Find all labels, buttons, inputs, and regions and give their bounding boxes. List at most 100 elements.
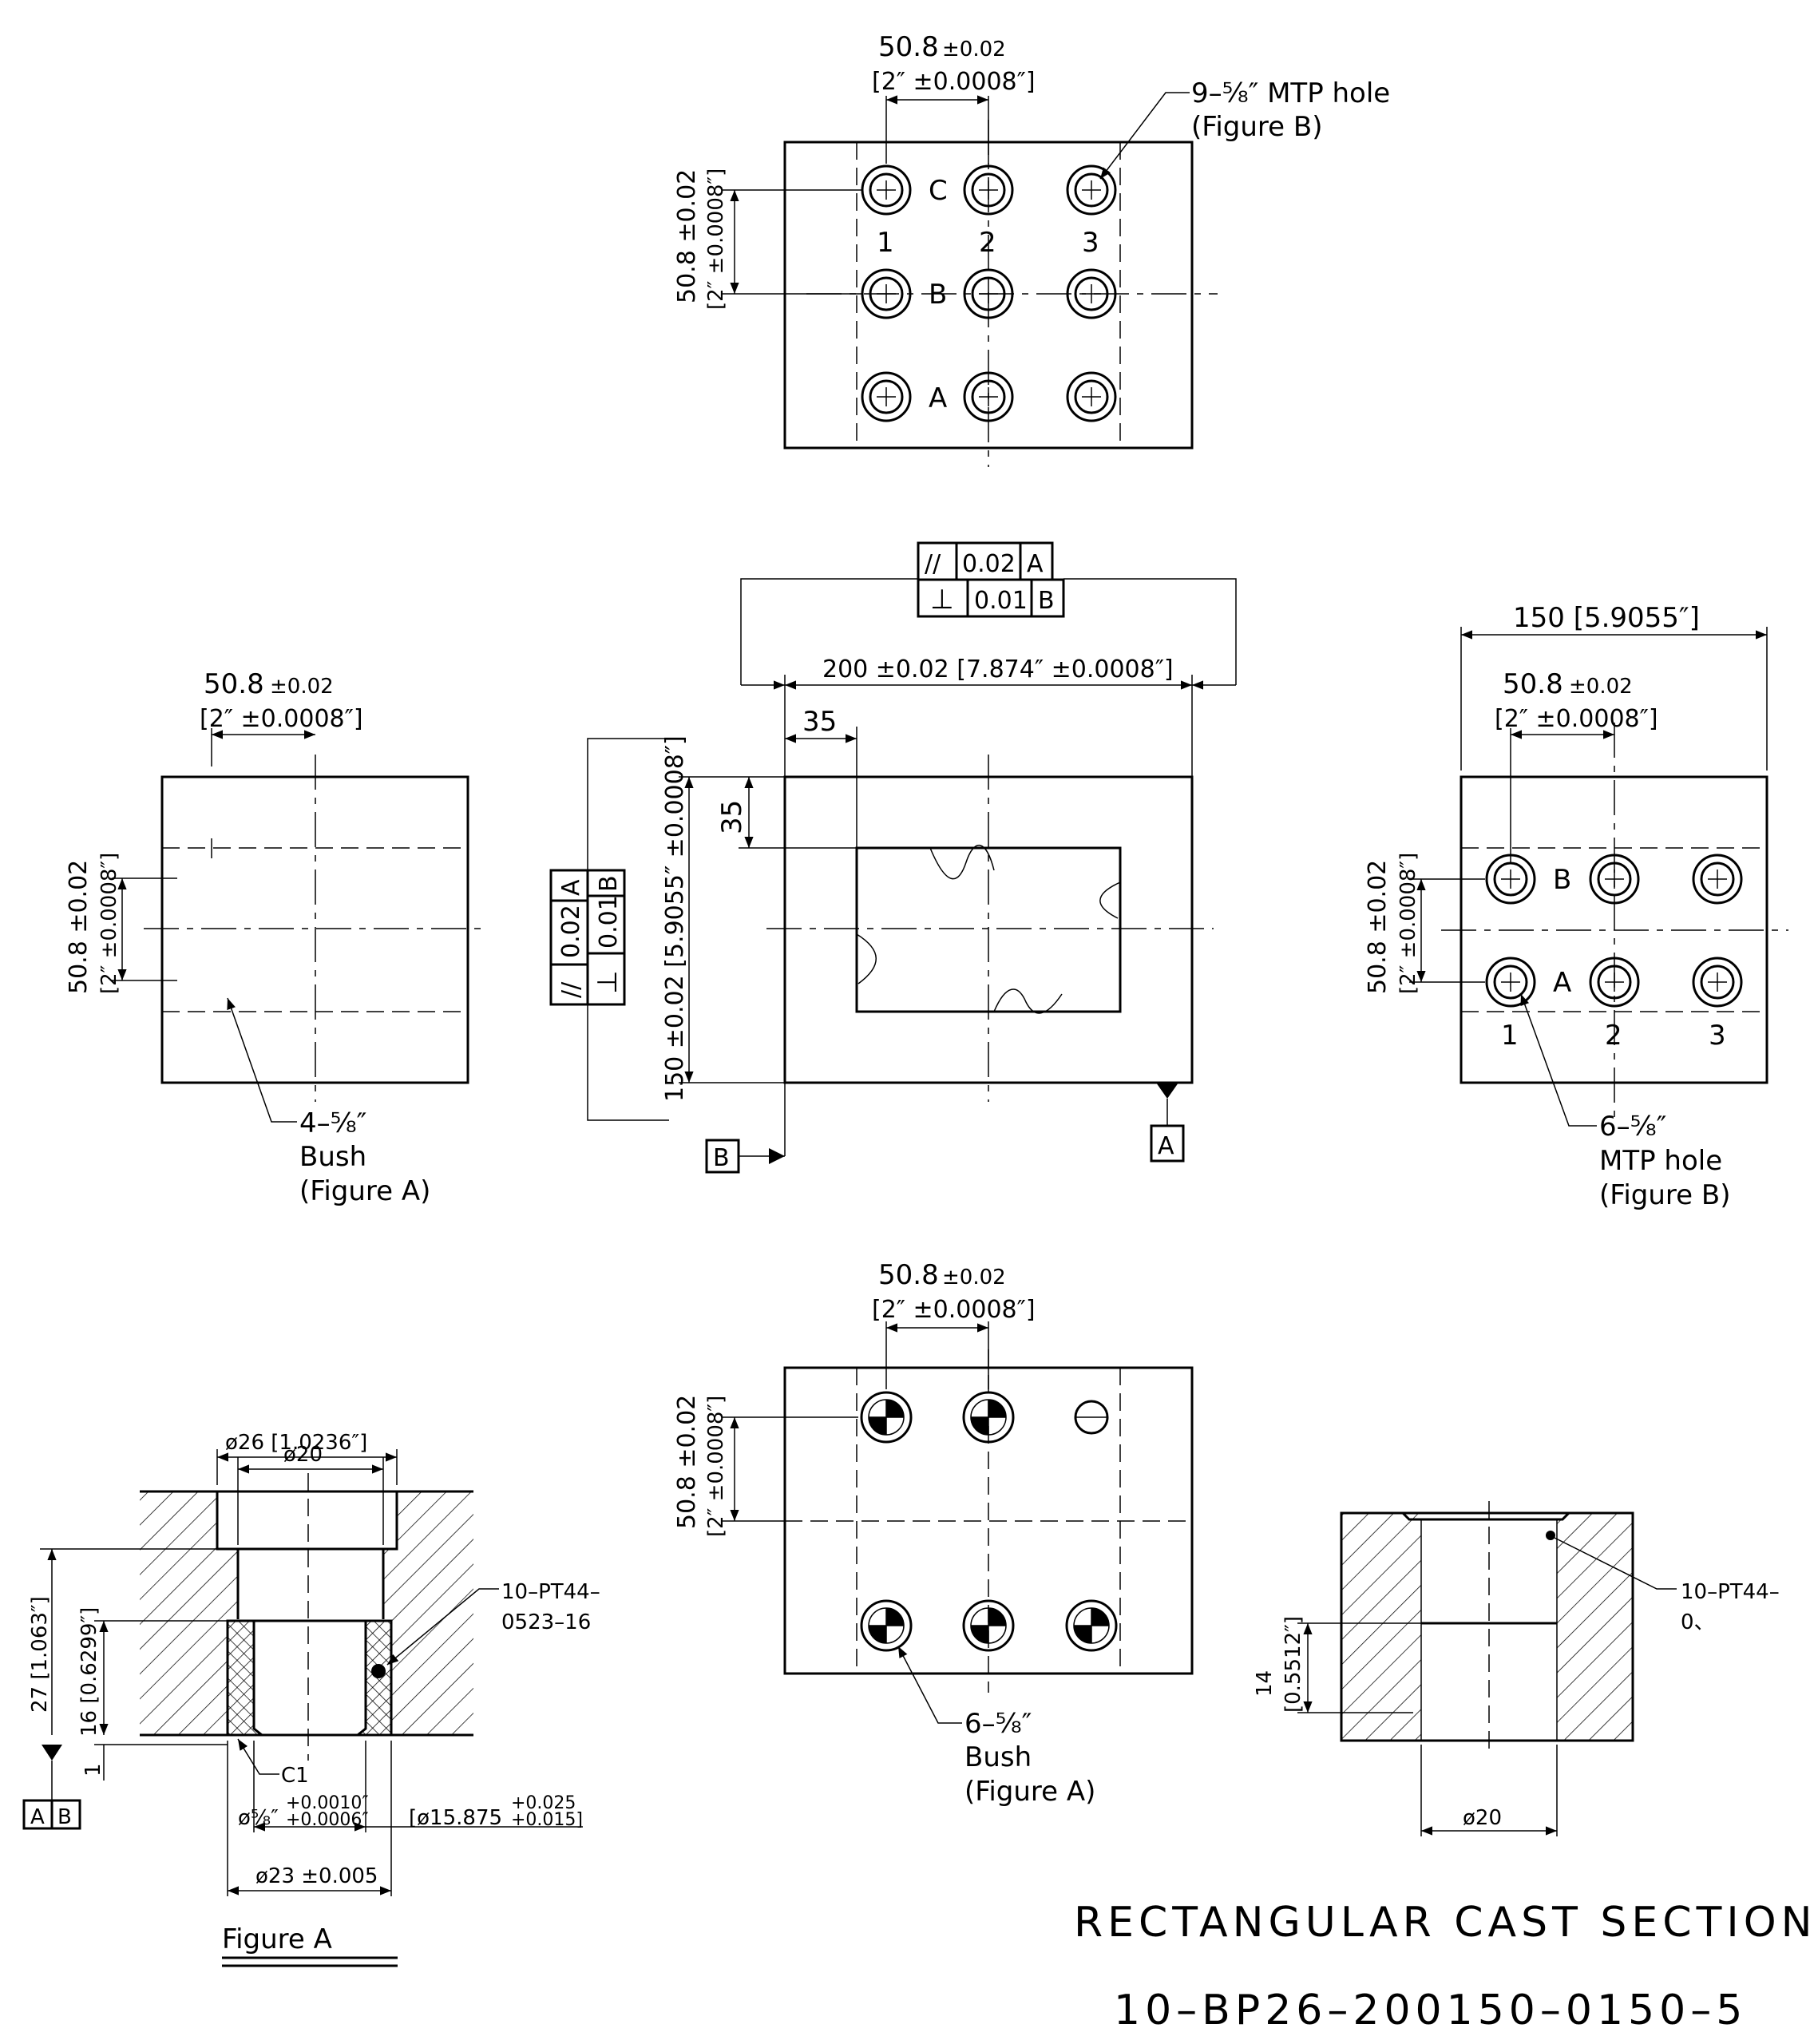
fig-a-part-no-1: 10–PT44– <box>501 1580 600 1604</box>
left-dim-v: 50.8 ±0.02 <box>65 860 93 994</box>
fig-b-dim-d20: ø20 <box>1463 1806 1502 1830</box>
right-callout-3: (Figure B) <box>1599 1179 1730 1211</box>
fig-a-dim-16: 16 [0.6299″] <box>77 1607 101 1737</box>
fig-a-dim-27: 27 [1.063″] <box>28 1596 52 1713</box>
bottom-dim-h: 50.8 <box>878 1259 939 1291</box>
part-number: 10–BP26–200150–0150–5 <box>1114 1987 1747 2034</box>
bottom-view: 50.8 ±0.02 [2″ ±0.0008″] 50.8 ±0.02 [2″ … <box>673 1259 1194 1808</box>
mtp-hole-c2 <box>963 164 1014 216</box>
svg-text:B: B <box>1038 587 1055 615</box>
top-callout-2: (Figure B) <box>1191 111 1322 143</box>
fig-a-dim-d20: ø20 <box>283 1443 323 1467</box>
row-label-b: B <box>929 279 947 311</box>
mtp-hole-a1 <box>861 371 912 422</box>
svg-text:A: A <box>557 879 585 896</box>
bush-sym-1 <box>860 1391 913 1444</box>
figure-a-label: Figure A <box>222 1923 332 1955</box>
right-dim-h-tol: ±0.02 <box>1569 675 1633 699</box>
datum-b: B <box>713 1144 730 1172</box>
front-view: // 0.02 A ⊥ 0.01 B 200 ±0.02 [7.874″ ±0.… <box>549 541 1237 1174</box>
svg-text:⊥: ⊥ <box>592 970 624 994</box>
rv-row-label-a: A <box>1553 967 1571 999</box>
bush-wall-right <box>354 1619 393 1737</box>
top-dim-h-in: [2″ ±0.0008″] <box>872 68 1036 96</box>
drawing-title: RECTANGULAR CAST SECTION <box>1074 1899 1814 1947</box>
bush-sym-4 <box>860 1599 913 1652</box>
rv-hole-b3 <box>1692 854 1743 905</box>
bush-sym-6 <box>1065 1599 1118 1652</box>
right-view: 150 [5.9055″] 50.8 ±0.02 [2″ ±0.0008″] 5… <box>1364 602 1788 1211</box>
fig-a-chamfer: C1 <box>281 1764 309 1788</box>
rv-col-label-1: 1 <box>1501 1020 1519 1052</box>
top-dim-h-tol: ±0.02 <box>942 38 1006 61</box>
svg-text:⊥: ⊥ <box>930 584 954 616</box>
fig-a-bore-mm: [ø15.875 <box>409 1806 502 1830</box>
bottom-callout-3: (Figure A) <box>964 1776 1095 1808</box>
bush-sym-5 <box>962 1599 1015 1652</box>
fig-a-datum-b: B <box>57 1805 72 1829</box>
svg-text:0.02: 0.02 <box>557 905 585 958</box>
mtp-hole-a3 <box>1066 371 1117 422</box>
fig-b-part-no-2: 0、 <box>1681 1610 1715 1634</box>
figure-a: ø26 [1.0236″] ø20 27 [1.063″] 16 [0.6299… <box>22 1431 600 1967</box>
fig-b-part-no-1: 10–PT44– <box>1681 1580 1780 1604</box>
right-dim-v-in: [2″ ±0.0008″] <box>1396 853 1420 994</box>
front-dim-35-v: 35 <box>716 800 748 834</box>
left-callout-2: Bush <box>299 1141 366 1173</box>
col-label-3: 3 <box>1082 227 1099 259</box>
bottom-dim-h-tol: ±0.02 <box>942 1266 1006 1289</box>
fig-a-bore: ø⅝″ <box>238 1806 279 1830</box>
front-dim-35-h: 35 <box>802 706 837 738</box>
svg-text:A: A <box>1027 550 1044 578</box>
rv-col-label-2: 2 <box>1605 1020 1622 1052</box>
bush-sym-2 <box>962 1391 1015 1444</box>
fig-a-bore-tol-dn: +0.0006″ <box>286 1810 369 1830</box>
rv-hole-a3 <box>1692 957 1743 1008</box>
right-dim-v: 50.8 ±0.02 <box>1364 860 1392 994</box>
fig-a-dim-d23: ø23 ±0.005 <box>255 1864 378 1888</box>
plain-hole <box>1074 1400 1109 1435</box>
right-dim-overall: 150 [5.9055″] <box>1513 602 1700 634</box>
right-dim-h-in: [2″ ±0.0008″] <box>1495 705 1658 733</box>
col-label-2: 2 <box>979 227 996 259</box>
bush-wall-left <box>226 1619 266 1737</box>
bush-marker-dot <box>371 1664 386 1678</box>
svg-text:B: B <box>595 875 623 892</box>
rv-col-label-3: 3 <box>1709 1020 1726 1052</box>
top-view: 50.8 ±0.02 [2″ ±0.0008″] 50.8 ±0.02 [2″ … <box>673 31 1390 467</box>
title-block: RECTANGULAR CAST SECTION 10–BP26–200150–… <box>1074 1899 1814 2034</box>
rv-hole-a2 <box>1589 957 1640 1008</box>
top-dim-v: 50.8 ±0.02 <box>673 169 701 303</box>
bottom-callout-2: Bush <box>964 1741 1032 1773</box>
bottom-dim-h-in: [2″ ±0.0008″] <box>872 1296 1036 1324</box>
bottom-dim-v: 50.8 ±0.02 <box>673 1395 701 1529</box>
fig-a-part-no-2: 0523–16 <box>501 1610 591 1634</box>
front-dim-width: 200 ±0.02 [7.874″ ±0.0008″] <box>822 656 1174 683</box>
left-dim-h-in: [2″ ±0.0008″] <box>200 705 363 733</box>
fig-b-dim-14-in: [0.5512″] <box>1281 1616 1305 1713</box>
top-dim-v-in: [2″ ±0.0008″] <box>704 168 728 310</box>
mtp-hole-b2 <box>963 268 1014 319</box>
right-dim-h: 50.8 <box>1503 668 1563 700</box>
fig-a-bore-tol-up: +0.0010″ <box>286 1793 369 1813</box>
svg-text://: // <box>557 981 585 998</box>
mtp-hole-a2 <box>963 371 1014 422</box>
right-callout-1: 6–⅝″ <box>1599 1111 1666 1143</box>
fig-b-dim-14: 14 <box>1253 1670 1277 1697</box>
left-callout-3: (Figure A) <box>299 1175 430 1207</box>
left-callout-1: 4–⅝″ <box>299 1107 366 1139</box>
figure-b: 10–PT44– 0、 14 [0.5512″] ø20 <box>1253 1501 1780 1836</box>
svg-text:0.01: 0.01 <box>595 895 623 949</box>
left-dim-v-in: [2″ ±0.0008″] <box>97 853 121 994</box>
rv-row-label-b: B <box>1553 864 1571 896</box>
datum-a: A <box>1158 1132 1174 1160</box>
rv-hole-b2 <box>1589 854 1640 905</box>
mtp-hole-b3 <box>1066 268 1117 319</box>
mtp-hole-b1 <box>861 268 912 319</box>
svg-text://: // <box>925 550 941 578</box>
col-label-1: 1 <box>877 227 894 259</box>
mtp-hole-c3 <box>1066 164 1117 216</box>
row-label-a: A <box>929 382 947 414</box>
svg-text:0.01: 0.01 <box>974 587 1028 615</box>
